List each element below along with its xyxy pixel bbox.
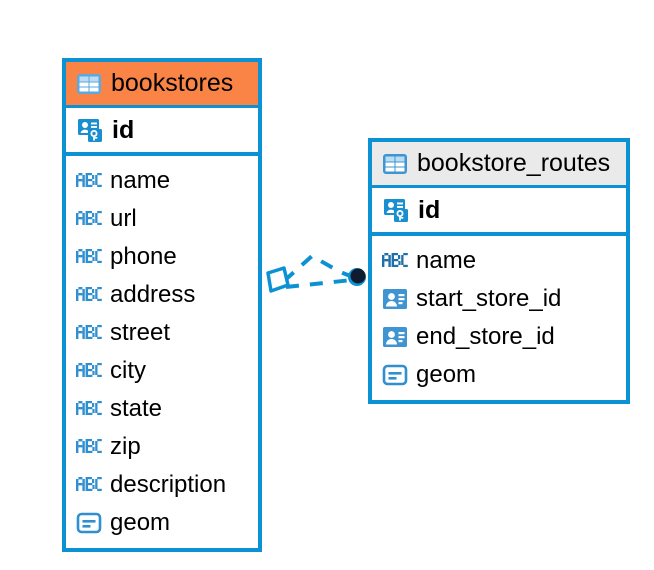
field-row-start-store-id[interactable]: start_store_id (372, 280, 626, 318)
field-row-zip[interactable]: zip (66, 428, 258, 466)
aggregation-diamond-marker (266, 266, 290, 293)
field-row-primary-key[interactable]: id (66, 108, 258, 156)
geometry-icon (76, 511, 102, 535)
field-label: geom (110, 509, 171, 536)
field-row-url[interactable]: url (66, 200, 258, 238)
geometry-icon (382, 363, 408, 387)
relationship-endpoint-ring (348, 268, 366, 286)
field-list: name u (66, 156, 258, 548)
entity-header-bookstores[interactable]: bookstores (66, 62, 258, 108)
field-label: zip (110, 433, 141, 460)
field-row-street[interactable]: street (66, 314, 258, 352)
field-row-end-store-id[interactable]: end_store_id (372, 318, 626, 356)
table-icon (76, 73, 102, 95)
field-row-geom[interactable]: geom (66, 504, 258, 542)
entity-header-bookstore-routes[interactable]: bookstore_routes (372, 142, 626, 188)
relationship-line-upper (282, 253, 354, 283)
field-row-phone[interactable]: phone (66, 238, 258, 276)
field-label: end_store_id (416, 323, 555, 350)
foreign-key-icon (382, 325, 408, 349)
field-row-city[interactable]: city (66, 352, 258, 390)
abc-text-icon (382, 253, 408, 269)
field-label: start_store_id (416, 285, 562, 312)
field-row-state[interactable]: state (66, 390, 258, 428)
abc-text-icon (76, 363, 102, 379)
foreign-key-icon (382, 287, 408, 311)
primary-key-icon (76, 116, 104, 144)
entity-bookstores[interactable]: bookstores id (62, 58, 262, 552)
field-label: state (110, 395, 163, 422)
field-label: city (110, 357, 146, 384)
entity-bookstore-routes[interactable]: bookstore_routes id (368, 138, 630, 404)
field-label: street (110, 319, 171, 346)
field-label: geom (416, 361, 477, 388)
abc-text-icon (76, 439, 102, 455)
field-row-primary-key[interactable]: id (372, 188, 626, 236)
field-label: phone (110, 243, 177, 270)
relationship-endpoint-core (350, 268, 366, 284)
primary-key-icon (382, 196, 410, 224)
entity-title: bookstores (111, 69, 234, 97)
field-row-geom[interactable]: geom (372, 356, 626, 394)
field-row-name[interactable]: name (372, 242, 626, 280)
abc-text-icon (76, 211, 102, 227)
field-row-name[interactable]: name (66, 162, 258, 200)
field-label: description (110, 471, 227, 498)
relationship-line-lower (285, 278, 353, 289)
field-label: name (110, 167, 171, 194)
abc-text-icon (76, 249, 102, 265)
field-label: name (416, 247, 477, 274)
abc-text-icon (76, 173, 102, 189)
field-label: id (112, 115, 135, 144)
field-row-address[interactable]: address (66, 276, 258, 314)
field-label: url (110, 205, 137, 232)
abc-text-icon (76, 287, 102, 303)
field-row-description[interactable]: description (66, 466, 258, 504)
field-label: address (110, 281, 196, 308)
field-list: name start_store_id (372, 236, 626, 400)
field-label: id (418, 195, 441, 224)
table-icon (382, 153, 408, 175)
abc-text-icon (76, 401, 102, 417)
abc-text-icon (76, 325, 102, 341)
entity-title: bookstore_routes (417, 149, 611, 177)
abc-text-icon (76, 477, 102, 493)
